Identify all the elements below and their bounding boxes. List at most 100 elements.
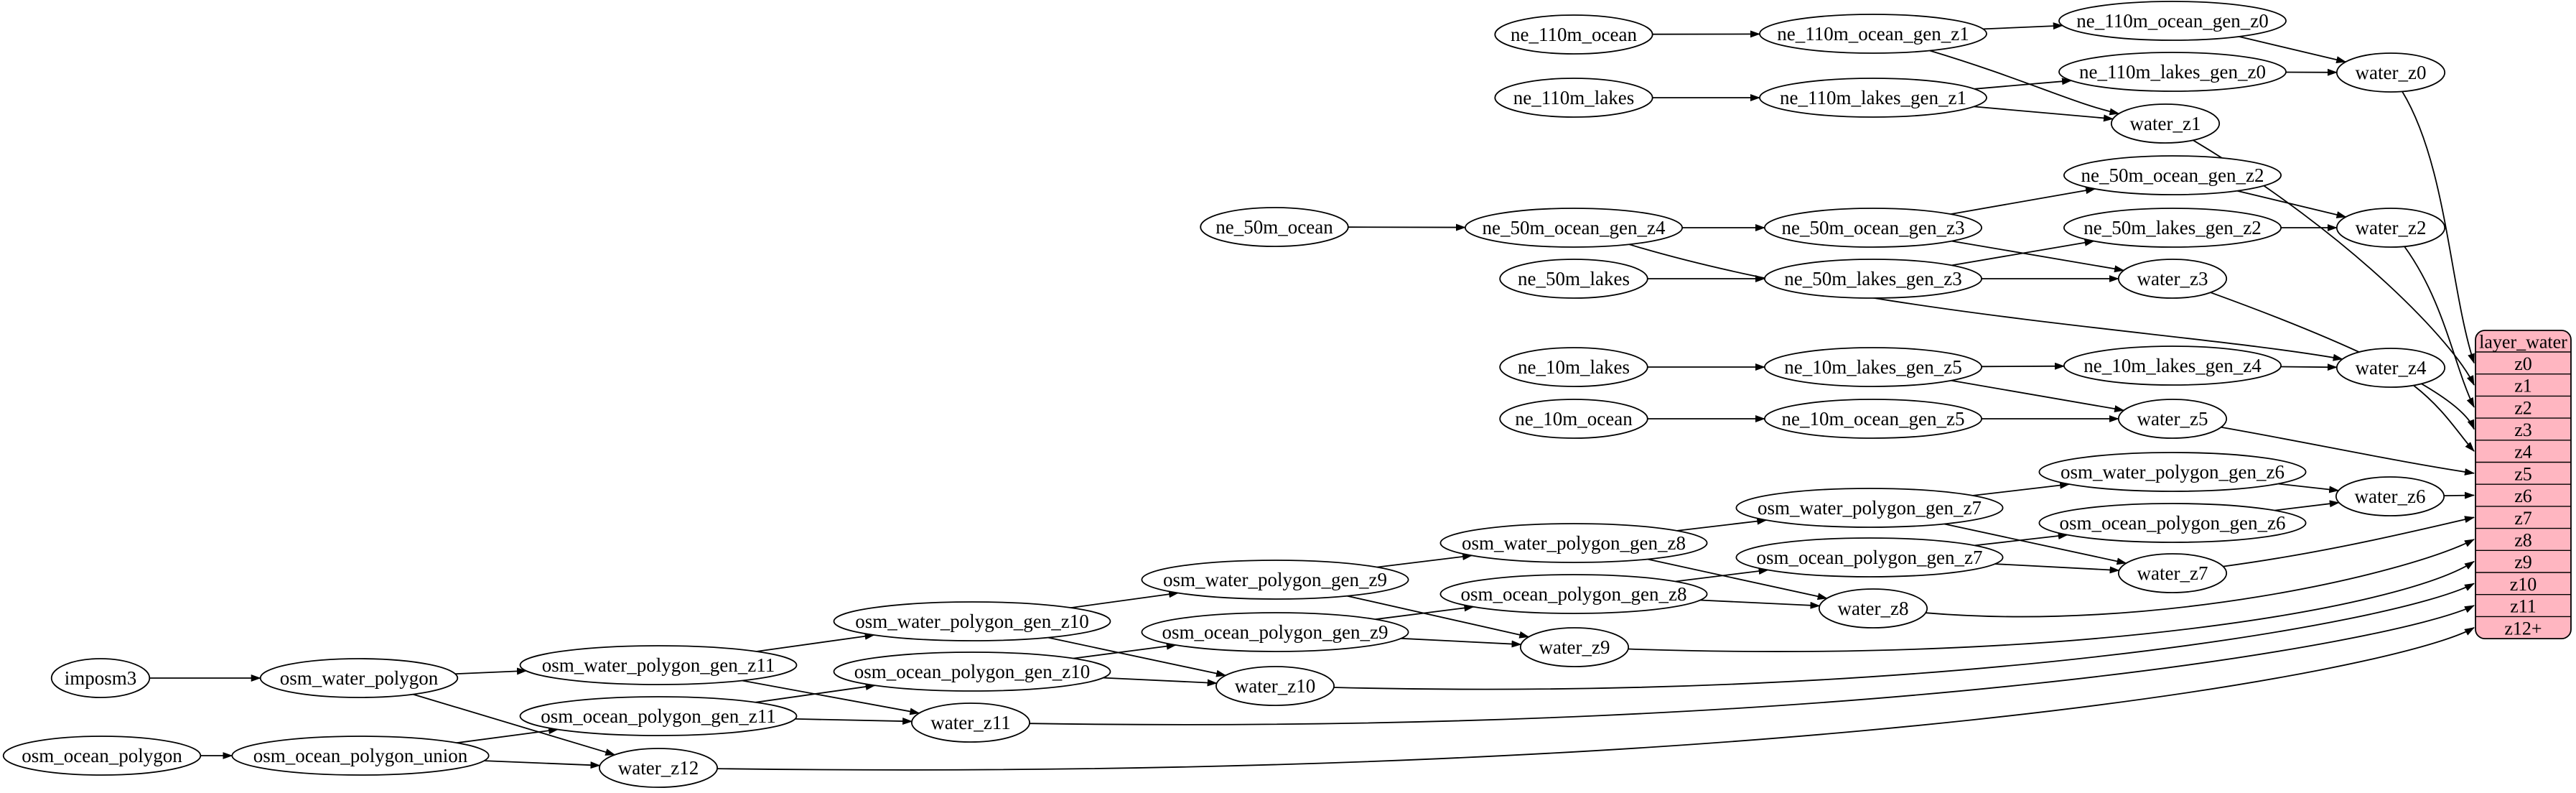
node-label-water_z1: water_z1 xyxy=(2130,113,2201,134)
edge-ne_50m_ocean_gen_z3-to-water_z3 xyxy=(1951,241,2124,271)
node-label-osm_ocean_polygon_gen_z10: osm_ocean_polygon_gen_z10 xyxy=(854,661,1090,682)
node-water_z0: water_z0 xyxy=(2337,53,2445,92)
node-label-ne_10m_ocean_gen_z5: ne_10m_ocean_gen_z5 xyxy=(1782,408,1965,430)
edge-osm_ocean_polygon_union-to-water_z12 xyxy=(485,761,600,766)
node-label-osm_water_polygon_gen_z9: osm_water_polygon_gen_z9 xyxy=(1163,569,1387,590)
edge-osm_water_polygon_gen_z10-to-osm_water_polygon_gen_z9 xyxy=(1071,593,1179,608)
edge-ne_110m_ocean_gen_z1-to-ne_110m_ocean_gen_z0 xyxy=(1983,26,2063,29)
node-water_z10: water_z10 xyxy=(1216,667,1334,705)
node-water_z2: water_z2 xyxy=(2337,208,2445,247)
node-label-ne_110m_ocean_gen_z1: ne_110m_ocean_gen_z1 xyxy=(1777,23,1969,45)
node-label-osm_ocean_polygon_union: osm_ocean_polygon_union xyxy=(253,745,468,766)
record-title: layer_water xyxy=(2479,332,2567,353)
node-label-osm_ocean_polygon_gen_z7: osm_ocean_polygon_gen_z7 xyxy=(1757,547,1983,568)
edge-osm_ocean_polygon_gen_z10-to-osm_ocean_polygon_gen_z9 xyxy=(1073,645,1176,659)
node-label-ne_110m_ocean_gen_z0: ne_110m_ocean_gen_z0 xyxy=(2076,10,2268,32)
node-osm_ocean_polygon_gen_z8: osm_ocean_polygon_gen_z8 xyxy=(1440,575,1707,613)
edge-osm_water_polygon_gen_z9-to-osm_water_polygon_gen_z8 xyxy=(1377,555,1472,567)
edge-ne_10m_lakes_gen_z4-to-water_z4 xyxy=(2281,367,2337,368)
node-water_z11: water_z11 xyxy=(912,703,1030,742)
node-label-water_z10: water_z10 xyxy=(1235,675,1315,697)
node-ne_110m_ocean_gen_z0: ne_110m_ocean_gen_z0 xyxy=(2059,1,2286,40)
node-ne_10m_ocean: ne_10m_ocean xyxy=(1500,399,1648,438)
record-row-z1: z1 xyxy=(2514,376,2532,396)
record-row-z7: z7 xyxy=(2514,508,2532,529)
node-label-ne_110m_lakes_gen_z0: ne_110m_lakes_gen_z0 xyxy=(2079,61,2266,83)
node-label-ne_50m_ocean_gen_z3: ne_50m_ocean_gen_z3 xyxy=(1782,217,1965,238)
record-row-z11: z11 xyxy=(2510,596,2537,617)
edge-osm_ocean_polygon_gen_z9-to-osm_ocean_polygon_gen_z8 xyxy=(1376,607,1474,619)
node-label-water_z6: water_z6 xyxy=(2355,486,2426,507)
record-row-z0: z0 xyxy=(2514,353,2532,374)
node-ne_110m_ocean_gen_z1: ne_110m_ocean_gen_z1 xyxy=(1760,14,1987,53)
node-osm_water_polygon_gen_z11: osm_water_polygon_gen_z11 xyxy=(521,646,797,685)
record-row-z9: z9 xyxy=(2514,552,2532,572)
node-osm_ocean_polygon_gen_z11: osm_ocean_polygon_gen_z11 xyxy=(521,697,797,736)
record-row-z2: z2 xyxy=(2514,397,2532,418)
node-label-osm_water_polygon_gen_z10: osm_water_polygon_gen_z10 xyxy=(855,611,1088,632)
node-ne_10m_lakes_gen_z5: ne_10m_lakes_gen_z5 xyxy=(1765,348,1982,386)
edge-osm_ocean_polygon_gen_z7-to-osm_ocean_polygon_gen_z6 xyxy=(1974,535,2068,546)
node-ne_10m_lakes: ne_10m_lakes xyxy=(1500,348,1648,386)
record-row-z8: z8 xyxy=(2514,529,2532,550)
record-layer-water: layer_waterz0z1z2z3z4z5z6z7z8z9z10z11z12… xyxy=(2475,330,2571,639)
node-label-water_z0: water_z0 xyxy=(2356,62,2427,83)
edge-osm_water_polygon_gen_z8-to-osm_water_polygon_gen_z7 xyxy=(1677,520,1767,531)
edge-osm_ocean_polygon_gen_z8-to-water_z8 xyxy=(1700,600,1819,606)
edge-ne_10m_lakes_gen_z5-to-ne_10m_lakes_gen_z4 xyxy=(1982,366,2064,367)
node-osm_ocean_polygon_union: osm_ocean_polygon_union xyxy=(232,736,488,775)
record-row-z6: z6 xyxy=(2514,486,2532,506)
node-osm_water_polygon_gen_z10: osm_water_polygon_gen_z10 xyxy=(834,602,1111,641)
node-ne_110m_lakes_gen_z1: ne_110m_lakes_gen_z1 xyxy=(1760,78,1987,117)
node-osm_water_polygon_gen_z6: osm_water_polygon_gen_z6 xyxy=(2039,453,2305,491)
edge-osm_ocean_polygon_gen_z8-to-osm_ocean_polygon_gen_z7 xyxy=(1675,570,1768,582)
node-label-osm_water_polygon: osm_water_polygon xyxy=(280,667,439,689)
node-label-water_z11: water_z11 xyxy=(930,712,1010,733)
node-label-water_z7: water_z7 xyxy=(2137,562,2208,584)
node-osm_ocean_polygon_gen_z7: osm_ocean_polygon_gen_z7 xyxy=(1736,538,2002,577)
node-label-water_z8: water_z8 xyxy=(1838,598,1909,619)
edge-osm_ocean_polygon_gen_z11-to-water_z11 xyxy=(795,719,912,721)
node-osm_water_polygon_gen_z9: osm_water_polygon_gen_z9 xyxy=(1142,560,1408,599)
node-label-ne_10m_lakes_gen_z4: ne_10m_lakes_gen_z4 xyxy=(2083,355,2262,376)
record-row-z4: z4 xyxy=(2514,442,2532,463)
node-osm_ocean_polygon_gen_z10: osm_ocean_polygon_gen_z10 xyxy=(834,652,1111,691)
node-label-ne_110m_ocean: ne_110m_ocean xyxy=(1511,24,1637,45)
node-water_z1: water_z1 xyxy=(2111,104,2219,143)
node-water_z5: water_z5 xyxy=(2119,399,2226,438)
node-label-osm_water_polygon_gen_z7: osm_water_polygon_gen_z7 xyxy=(1758,497,1982,519)
node-ne_50m_ocean_gen_z4: ne_50m_ocean_gen_z4 xyxy=(1465,208,1682,247)
edge-osm_ocean_polygon_gen_z6-to-water_z6 xyxy=(2274,503,2339,511)
node-water_z8: water_z8 xyxy=(1819,589,1927,628)
node-label-osm_water_polygon_gen_z6: osm_water_polygon_gen_z6 xyxy=(2061,461,2285,483)
node-label-ne_110m_lakes: ne_110m_lakes xyxy=(1513,87,1634,108)
node-label-ne_10m_lakes_gen_z5: ne_10m_lakes_gen_z5 xyxy=(1784,356,1961,378)
node-ne_10m_ocean_gen_z5: ne_10m_ocean_gen_z5 xyxy=(1765,399,1982,438)
node-ne_50m_lakes: ne_50m_lakes xyxy=(1500,259,1648,298)
edge-osm_water_polygon_gen_z6-to-water_z6 xyxy=(2278,484,2338,491)
node-imposm3: imposm3 xyxy=(52,659,150,697)
node-osm_water_polygon_gen_z8: osm_water_polygon_gen_z8 xyxy=(1440,524,1707,562)
node-label-ne_110m_lakes_gen_z1: ne_110m_lakes_gen_z1 xyxy=(1780,87,1966,108)
node-ne_50m_ocean: ne_50m_ocean xyxy=(1200,208,1348,246)
edge-ne_110m_lakes_gen_z1-to-water_z1 xyxy=(1974,106,2113,119)
edge-ne_50m_ocean_gen_z2-to-water_z2 xyxy=(2237,191,2346,217)
node-label-ne_10m_ocean: ne_10m_ocean xyxy=(1515,408,1633,430)
node-label-water_z3: water_z3 xyxy=(2137,268,2208,289)
edge-water_z9-to-z9 xyxy=(1628,562,2474,651)
node-label-ne_50m_ocean: ne_50m_ocean xyxy=(1215,216,1333,238)
edge-osm_ocean_polygon_gen_z10-to-water_z10 xyxy=(1103,678,1216,684)
edge-water_z4-to-z4 xyxy=(2414,386,2474,452)
record-row-z10: z10 xyxy=(2510,574,2537,595)
node-label-osm_water_polygon_gen_z8: osm_water_polygon_gen_z8 xyxy=(1462,532,1686,554)
node-ne_50m_lakes_gen_z2: ne_50m_lakes_gen_z2 xyxy=(2064,208,2281,247)
node-water_z3: water_z3 xyxy=(2119,259,2226,298)
record-row-z3: z3 xyxy=(2514,419,2532,440)
edge-osm_water_polygon-to-osm_water_polygon_gen_z11 xyxy=(455,671,526,674)
node-label-ne_50m_lakes: ne_50m_lakes xyxy=(1518,268,1630,289)
node-label-water_z12: water_z12 xyxy=(618,757,699,779)
node-osm_ocean_polygon: osm_ocean_polygon xyxy=(4,736,201,775)
node-label-ne_50m_lakes_gen_z2: ne_50m_lakes_gen_z2 xyxy=(2083,217,2261,238)
